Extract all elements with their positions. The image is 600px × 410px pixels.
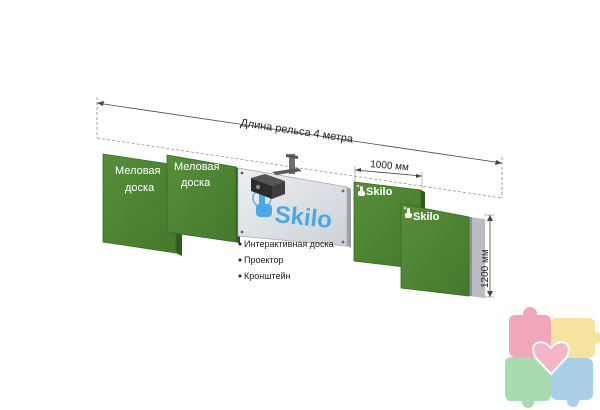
feature-bracket: Кронштейн: [244, 271, 290, 281]
hand-pointer-icon: [252, 188, 272, 217]
height-dimension-label: 1200 мм: [480, 249, 491, 288]
chalk-board-2-label-line2: доска: [181, 177, 211, 189]
width-dimension: 1000 мм: [354, 159, 423, 188]
interactive-board-features: Интерактивная доска Проектор Кронштейн: [238, 239, 334, 281]
puzzle-heart-logo-icon: [505, 307, 600, 408]
chalk-board-2-label-line1: Меловая: [174, 161, 220, 173]
interactive-board-brand: Skilo: [273, 201, 333, 234]
hand-pointer-icon: [405, 208, 412, 218]
skilo-board-1-brand: Skilo: [366, 186, 393, 198]
projector: [251, 174, 285, 199]
chalk-board-1: Меловая доска: [102, 153, 182, 256]
rail-length-label: Длина рельса 4 метра: [240, 117, 355, 146]
hand-pointer-icon: [358, 186, 365, 196]
feature-projector: Проектор: [244, 255, 284, 265]
feature-interactive-board: Интерактивная доска: [244, 239, 334, 249]
skilo-board-2: Skilo: [400, 203, 485, 298]
height-dimension: 1200 мм: [480, 214, 494, 298]
chalk-board-1-label-line2: доска: [125, 182, 155, 194]
skilo-board-2-brand: Skilo: [413, 211, 440, 223]
projector-bracket: [272, 154, 302, 175]
width-dimension-label: 1000 мм: [370, 159, 410, 173]
chalk-board-1-label-line1: Меловая: [115, 165, 161, 177]
chalk-board-2: Меловая доска: [166, 154, 240, 244]
